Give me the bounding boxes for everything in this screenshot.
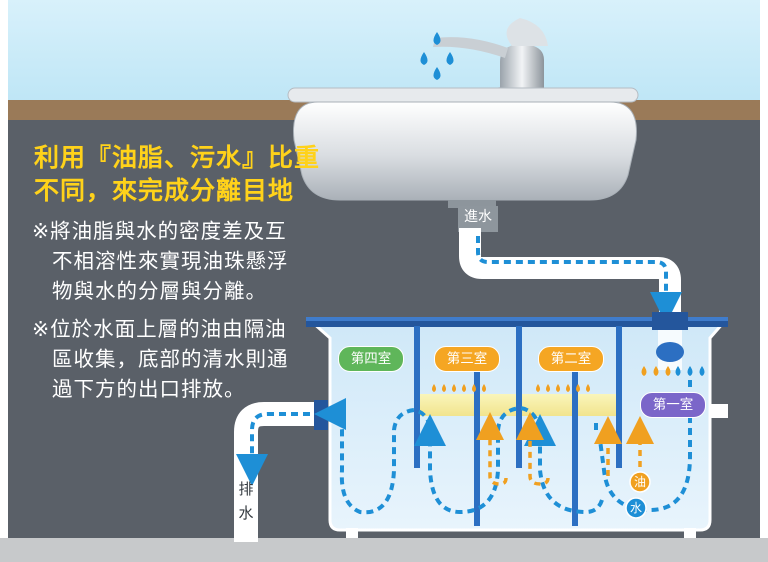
note-1-line-1: ※將油脂與水的密度差及互 — [32, 219, 287, 243]
chamber-1-tag: 第一室 — [640, 392, 706, 418]
water-droplets-icon — [675, 366, 705, 376]
sink-basin — [287, 87, 639, 208]
oil-droplets-icon — [432, 366, 671, 392]
drain-label-char-1: 排 — [238, 480, 254, 498]
floor — [0, 538, 768, 562]
inlet-pipe — [458, 206, 682, 330]
water-marker-label: 水 — [629, 501, 642, 515]
oil-flow-arrows — [476, 412, 654, 486]
chamber-2-tag: 第二室 — [538, 346, 604, 372]
note-2-line-1: ※位於水面上層的油由隔油 — [32, 317, 287, 341]
chamber-3-tag: 第三室 — [434, 346, 500, 372]
drain-label-char-2: 水 — [238, 504, 254, 522]
headline-line-1: 利用『油脂、污水』比重 — [34, 143, 321, 172]
oil-marker-dot — [629, 471, 651, 493]
note-2-line-3: 過下方的出口排放。 — [52, 377, 246, 401]
oil-marker-label: 油 — [633, 475, 646, 489]
water-drops-icon — [420, 32, 454, 80]
chamber-4-tag: 第四室 — [338, 346, 404, 372]
inlet-label: 進水 — [464, 209, 492, 225]
upper-wall — [8, 0, 760, 100]
note-1-line-2: 不相溶性來實現油珠懸浮 — [52, 249, 289, 273]
water-marker-dot — [625, 497, 647, 519]
note-2-line-2: 區收集，底部的清水則通 — [52, 347, 289, 371]
headline-line-2: 不同，來完成分離目地 — [34, 176, 295, 205]
note-1-line-3: 物與水的分層與分離。 — [52, 279, 267, 303]
